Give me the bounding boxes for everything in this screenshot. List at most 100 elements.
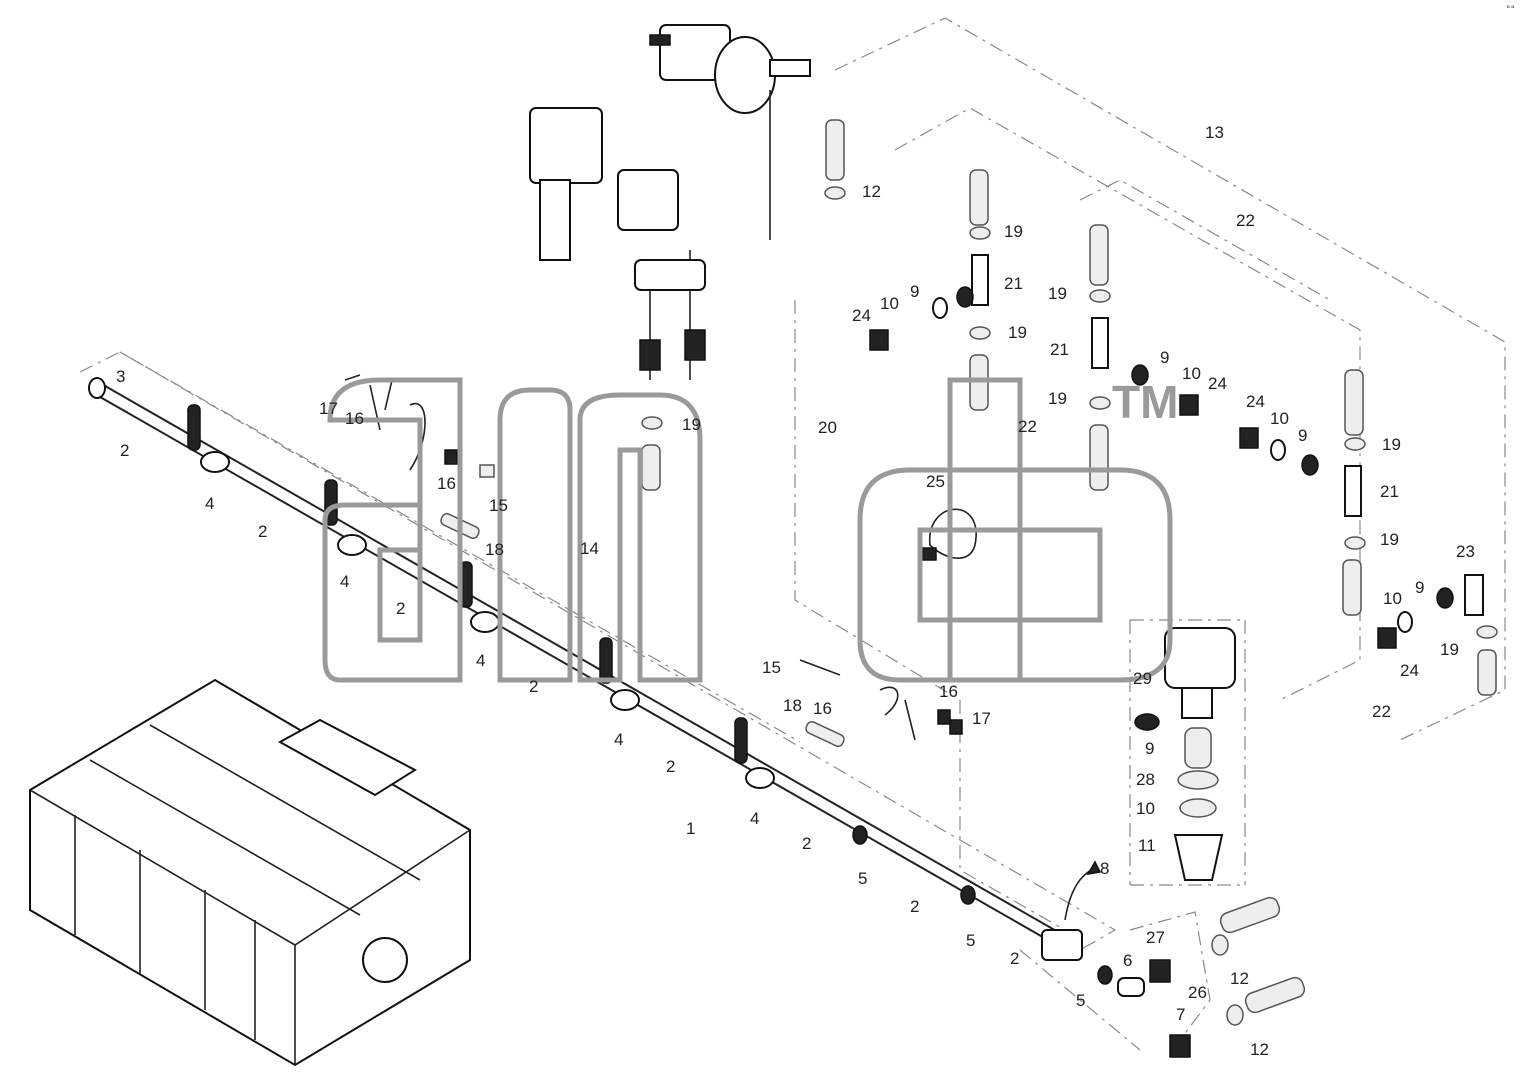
callout-1: 1 (686, 819, 695, 838)
callout-9a: 9 (910, 282, 919, 301)
cover-housing-29 (1164, 627, 1236, 689)
cover-neck (1181, 687, 1213, 719)
callout-12a: 12 (862, 182, 881, 201)
callout-23: 23 (1456, 542, 1475, 561)
boundary-bottom (1019, 949, 1141, 1051)
pressure-switch-neck (539, 179, 571, 261)
frame-bearing-hole (362, 937, 408, 983)
hose-right-mid (1342, 559, 1362, 616)
callout-17a: 17 (319, 399, 338, 418)
boundary-inner-frame (894, 107, 1361, 701)
bracket-15b (799, 659, 916, 741)
clamp-19c (1089, 289, 1111, 303)
callout-16d: 16 (939, 682, 958, 701)
bracket-17a (409, 402, 426, 471)
actuator-fitting (769, 59, 811, 77)
machine-frame (29, 678, 471, 1067)
callout-2h: 2 (1010, 949, 1019, 968)
callout-8: 8 (1100, 859, 1109, 878)
callout-2f: 2 (802, 834, 811, 853)
watermark-letter-m-1 (497, 387, 573, 683)
callout-3: 3 (116, 367, 125, 386)
callout-29: 29 (1133, 669, 1152, 688)
callout-10a: 10 (880, 294, 899, 313)
cover-inset (1134, 627, 1236, 881)
cap-24a (869, 329, 889, 351)
pointer-arrow-8-head (1086, 860, 1102, 876)
fitting-27 (1149, 959, 1171, 983)
callout-20: 20 (818, 418, 837, 437)
callout-26: 26 (1188, 983, 1207, 1002)
callout-14: 14 (580, 539, 599, 558)
callout-5a: 5 (858, 869, 867, 888)
clamp-19g (1476, 625, 1498, 639)
callout-25: 25 (926, 472, 945, 491)
hose-12-lower (1244, 976, 1306, 1014)
callout-21b: 21 (1050, 340, 1069, 359)
watermark: TM (322, 376, 1178, 683)
callout-9c: 9 (1298, 426, 1307, 445)
callout-5c: 5 (1076, 991, 1085, 1010)
hose-19-center (641, 444, 661, 491)
pointer-arrow-8 (1064, 867, 1096, 921)
callout-9b: 9 (1160, 348, 1169, 367)
callout-16c: 16 (813, 699, 832, 718)
callout-6: 6 (1123, 951, 1132, 970)
coupling-5b (960, 885, 976, 905)
callout-2g: 2 (910, 897, 919, 916)
callout-18a: 18 (485, 540, 504, 559)
seal-10c (1270, 439, 1286, 461)
callout-4e: 4 (750, 809, 759, 828)
spring-18b (805, 721, 845, 747)
boundary-right-upper (1079, 179, 1331, 301)
clamp-25-lock (921, 547, 937, 561)
callout-5b: 5 (966, 931, 975, 950)
outlet-body-4e (745, 767, 775, 789)
clamp-19h (641, 416, 663, 430)
seal-10a (932, 297, 948, 319)
fitting-7 (1169, 1034, 1191, 1058)
solenoid-valve (617, 169, 679, 231)
callout-15a: 15 (489, 496, 508, 515)
callout-2b: 2 (258, 522, 267, 541)
tee-21c (1344, 465, 1362, 517)
clamp-19d (1089, 396, 1111, 410)
hose-12-bottom (1219, 896, 1281, 934)
corner-mark: °° (1506, 5, 1515, 15)
fittings (641, 186, 1498, 649)
callout-9e: 9 (1145, 739, 1154, 758)
callout-21a: 21 (1004, 274, 1023, 293)
tee-21b (1091, 317, 1109, 369)
clip-16b (444, 449, 458, 465)
watermark-letter-b (947, 377, 1173, 683)
watermark-trademark: TM (1112, 376, 1178, 428)
callout-2e: 2 (666, 757, 675, 776)
frame-crossbar-2 (149, 724, 421, 881)
callout-4b: 4 (340, 572, 349, 591)
hose-segments (641, 119, 1497, 1014)
nozzle-9c (1301, 454, 1319, 476)
coupling-5a (852, 825, 868, 845)
callout-24b: 24 (1208, 374, 1227, 393)
callout-18b: 18 (783, 696, 802, 715)
callout-16b: 16 (437, 474, 456, 493)
boundary-left-frame (794, 300, 1066, 931)
actuator-stem (649, 34, 671, 46)
hose-19-top (969, 169, 989, 226)
hose-right-top (1344, 369, 1364, 436)
callout-2c: 2 (396, 599, 405, 618)
callout-19d: 19 (1048, 389, 1067, 408)
hose-far-right (1477, 649, 1497, 696)
watermark-letter-m-2 (577, 392, 703, 683)
callout-19f: 19 (1380, 530, 1399, 549)
nozzle-9e (1184, 727, 1212, 769)
nozzle-9a (956, 286, 974, 308)
callout-10d: 10 (1383, 589, 1402, 608)
outlet-body-4d (610, 689, 640, 711)
hose-22-top (1089, 224, 1109, 286)
hose-12-top (825, 119, 845, 181)
outlet-body-4a (200, 451, 230, 473)
outlet-handle-4 (599, 637, 613, 684)
pressure-switch-body (529, 107, 603, 184)
